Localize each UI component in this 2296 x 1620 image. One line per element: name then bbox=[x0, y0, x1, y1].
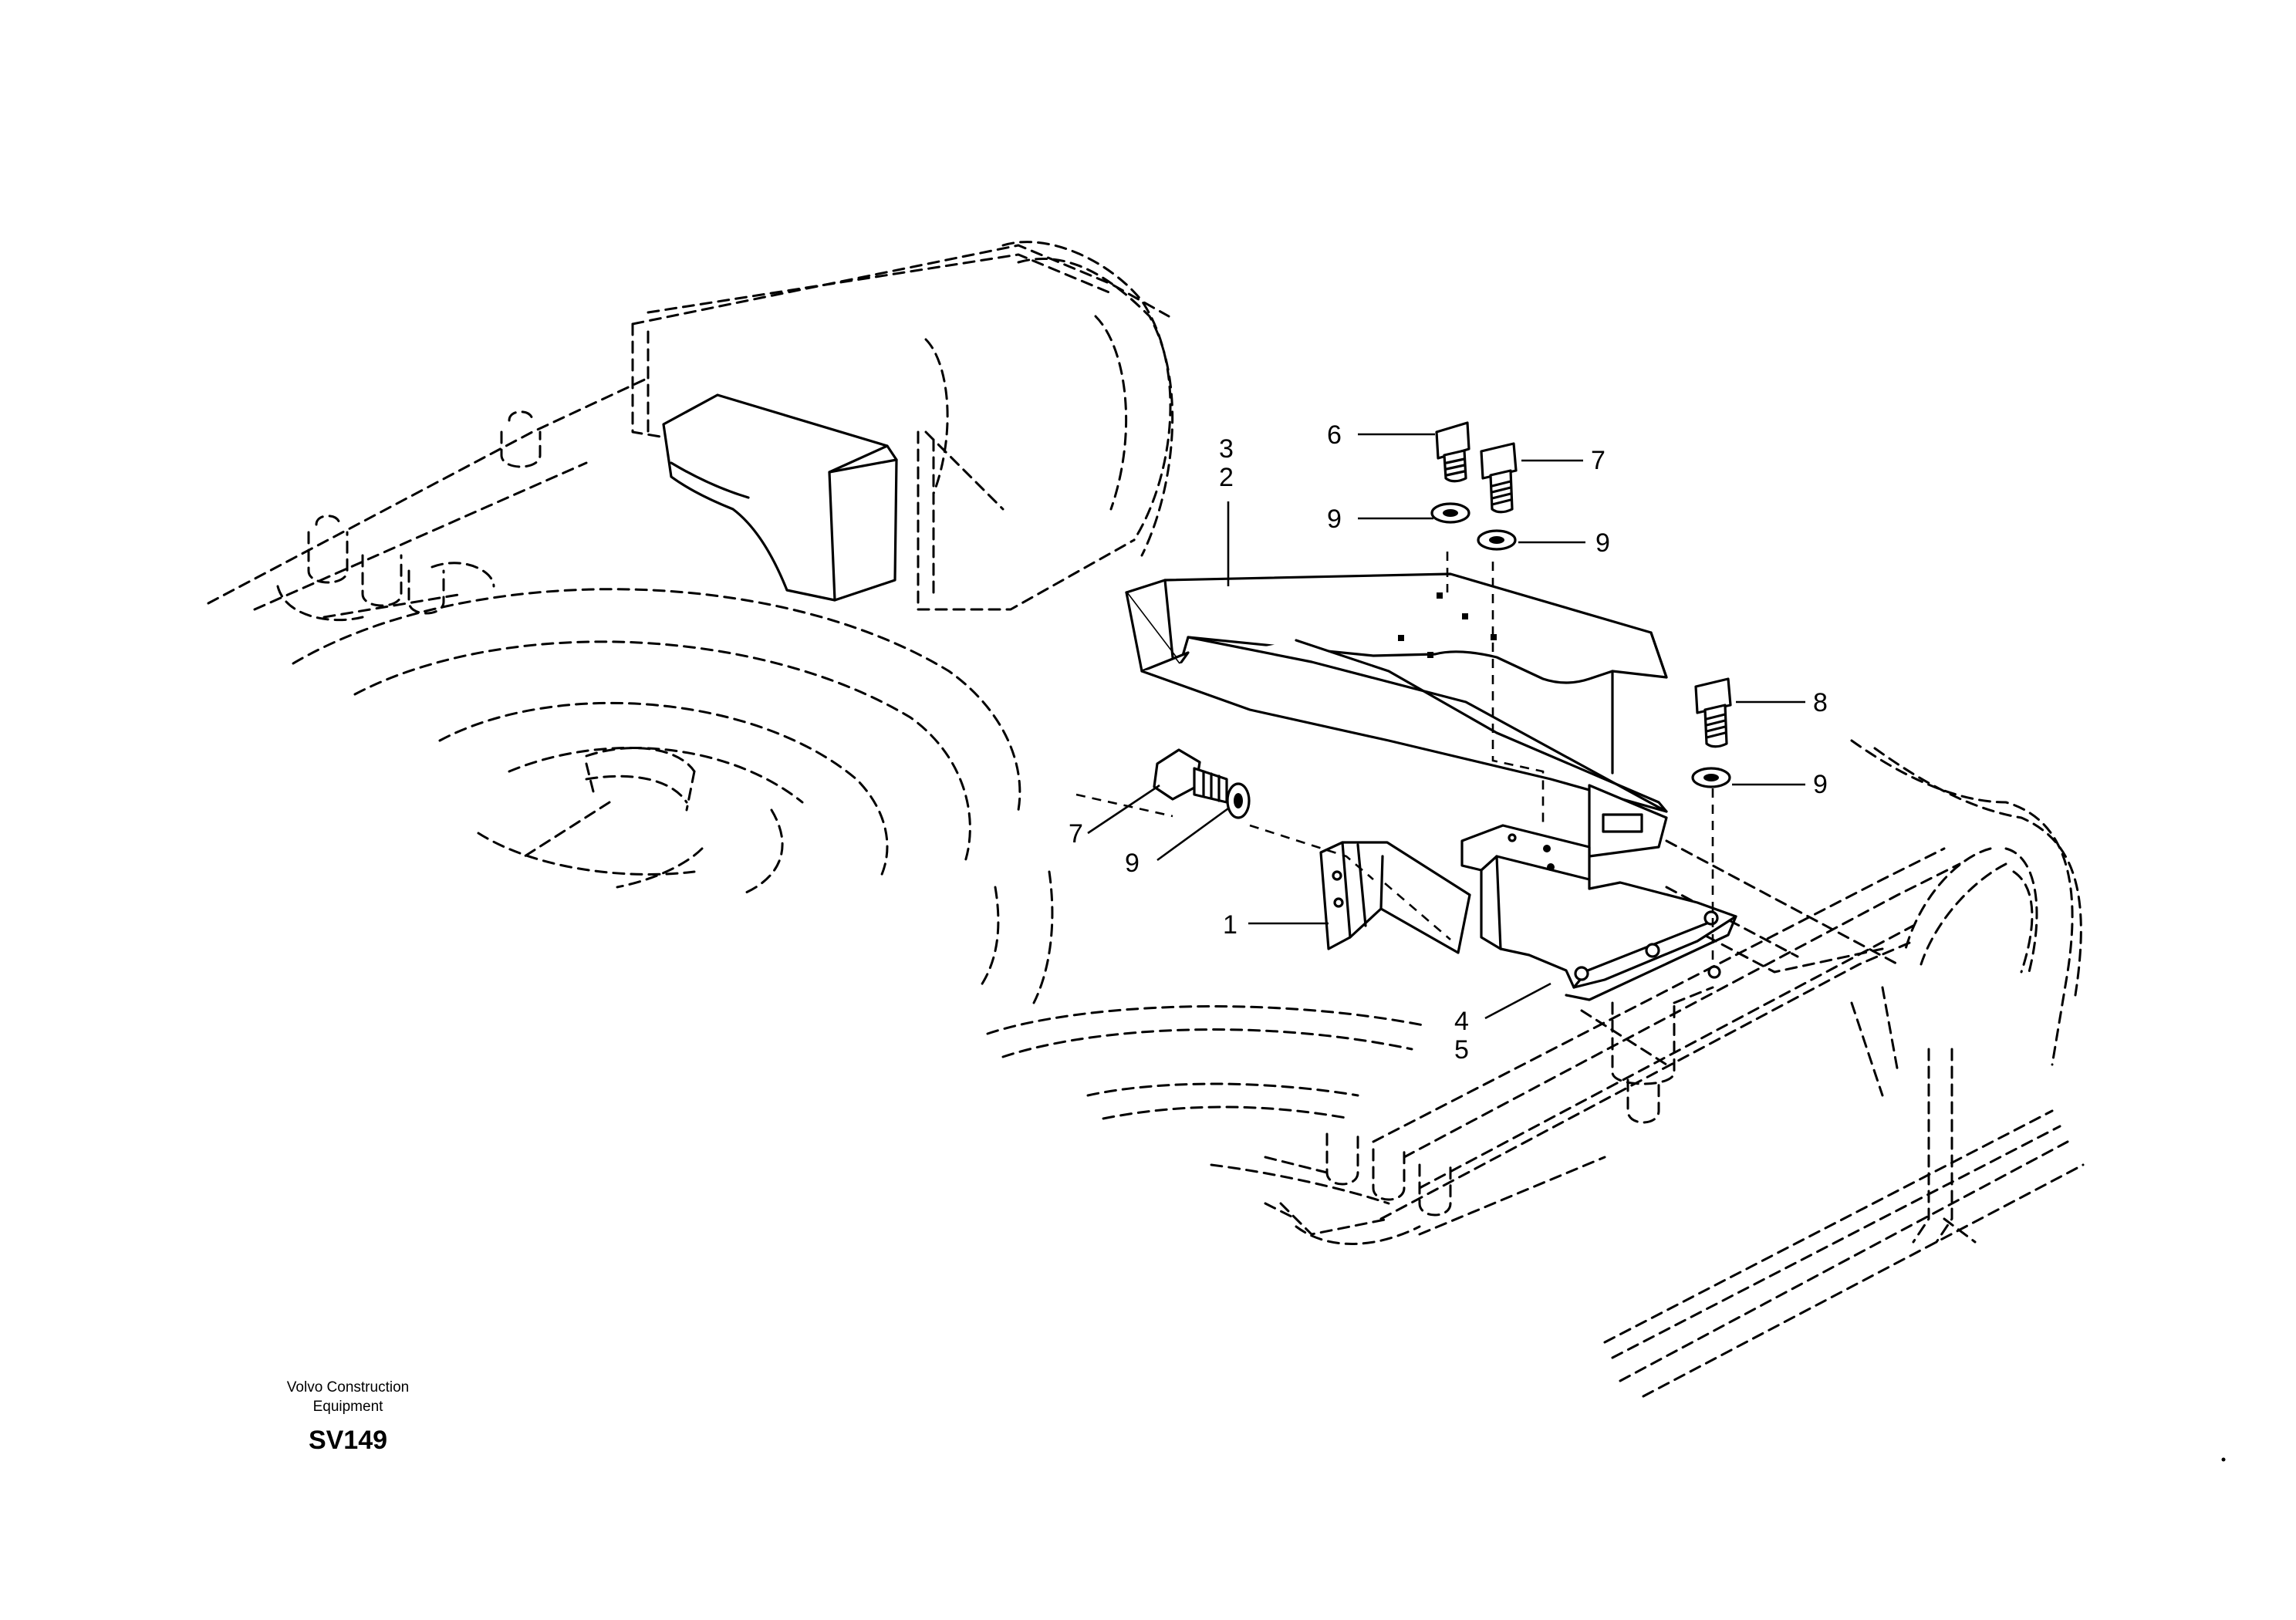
manufacturer-line-2: Equipment bbox=[312, 1399, 383, 1415]
callout-labels: 6 7 3 2 9 9 8 9 7 9 1 4 5 bbox=[1069, 420, 1828, 1065]
callout-3: 3 bbox=[1219, 434, 1234, 464]
item-9-washer-upper-left bbox=[1430, 502, 1470, 524]
item-7-bolt-upper bbox=[1480, 442, 1518, 514]
manufacturer-line-1: Volvo Construction bbox=[286, 1379, 410, 1396]
drawing-code: SV149 bbox=[308, 1426, 388, 1455]
item-6-bolt bbox=[1435, 421, 1470, 483]
machine-phantom-outline bbox=[207, 241, 2085, 1398]
item-9-washer-upper-right bbox=[1477, 529, 1517, 551]
item-2-3-bracket-cover bbox=[1125, 572, 1668, 858]
item-8-bolt bbox=[1694, 677, 1732, 748]
callout-2: 2 bbox=[1219, 463, 1234, 492]
callout-9-upper-left: 9 bbox=[1327, 505, 1342, 534]
callout-5: 5 bbox=[1454, 1035, 1469, 1065]
callout-9-right: 9 bbox=[1813, 770, 1828, 799]
corner-dot bbox=[2221, 1457, 2226, 1462]
callout-4: 4 bbox=[1454, 1007, 1469, 1036]
callout-9-upper-right: 9 bbox=[1595, 528, 1610, 558]
item-1-angle-bracket bbox=[1319, 841, 1471, 954]
assembly-guide-lines bbox=[1075, 552, 1714, 964]
callout-7-upper: 7 bbox=[1591, 446, 1606, 475]
callout-6: 6 bbox=[1327, 420, 1342, 450]
rear-cover-part bbox=[662, 393, 898, 602]
leader-lines bbox=[1087, 433, 1805, 1020]
item-4-5-support-bracket bbox=[1460, 824, 1737, 1001]
callout-8: 8 bbox=[1813, 688, 1828, 717]
item-9-washer-right bbox=[1691, 767, 1731, 788]
callout-7-lower: 7 bbox=[1069, 819, 1083, 849]
item-9-washer-left bbox=[1226, 782, 1251, 819]
manufacturer-label: Volvo Construction Equipment bbox=[261, 1378, 435, 1416]
item-7-bolt-lower bbox=[1153, 748, 1228, 804]
callout-1: 1 bbox=[1223, 910, 1237, 940]
callout-9-lower-left: 9 bbox=[1125, 849, 1140, 878]
